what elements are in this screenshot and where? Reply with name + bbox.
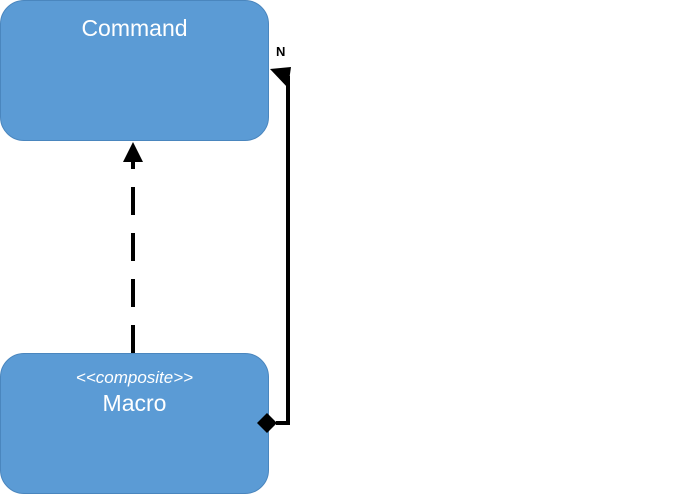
composition-diamond-icon <box>257 413 277 433</box>
multiplicity-label: N <box>276 44 286 59</box>
composition-line <box>276 76 290 425</box>
macro-stereotype-label: <<composite>> <box>75 368 194 387</box>
composition-arrowhead-icon <box>270 67 291 88</box>
command-class-label: Command <box>81 15 188 41</box>
macro-class-label: Macro <box>102 390 167 416</box>
command-class-box: Command <box>0 0 269 141</box>
realization-arrowhead-icon <box>123 142 143 162</box>
